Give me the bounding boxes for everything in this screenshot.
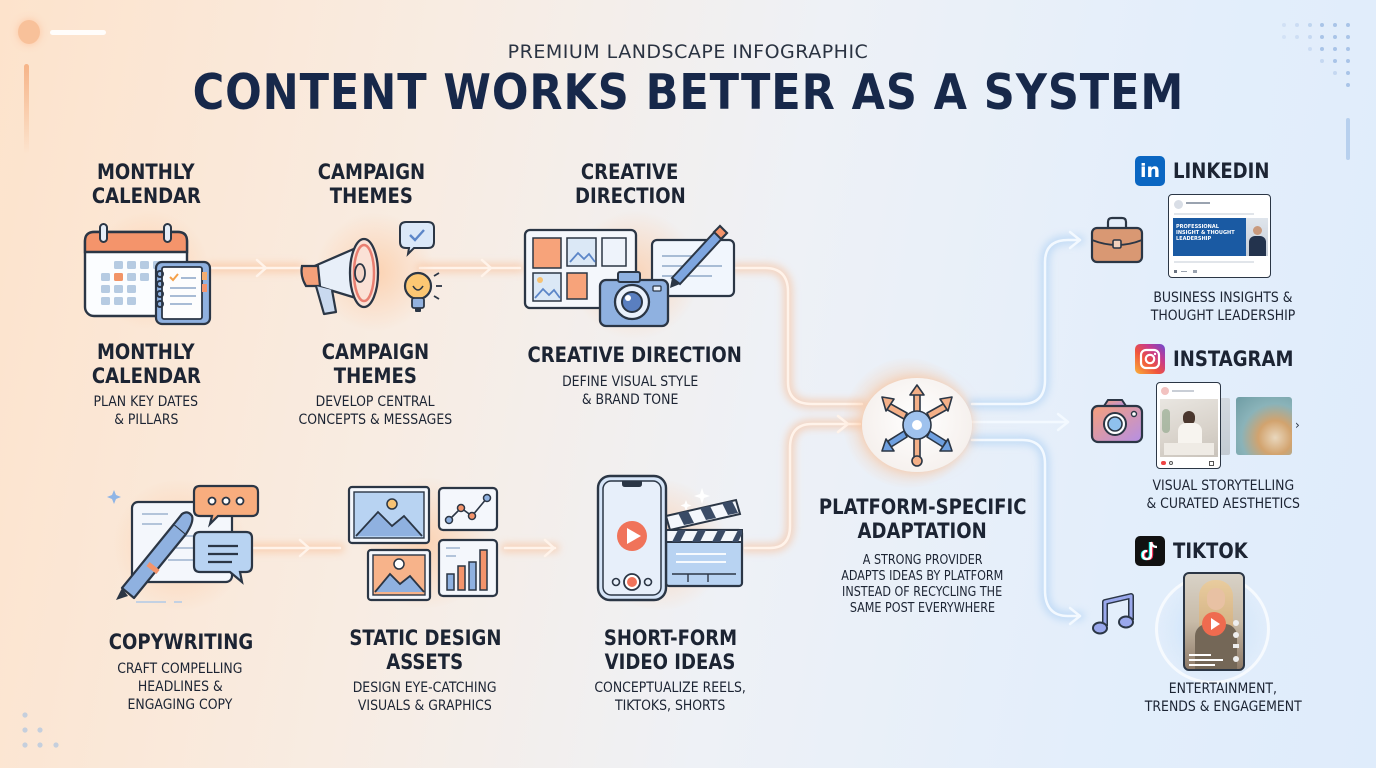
platform-linkedin-desc: BUSINESS INSIGHTS &THOUGHT LEADERSHIP (1150, 290, 1296, 324)
phone-clapper-icon (596, 474, 746, 608)
distribute-arrows-icon (874, 381, 960, 473)
step-monthly-calendar-desc: PLAN KEY DATES& PILLARS (93, 394, 199, 428)
music-note-icon (1092, 592, 1135, 640)
camera-icon (1090, 398, 1144, 448)
decor-bar-right (1346, 118, 1350, 160)
tiktok-video-preview (1183, 572, 1245, 671)
step-creative-direction-desc: DEFINE VISUAL STYLE& BRAND TONE (561, 374, 699, 408)
moodboard-camera-icon (522, 218, 737, 334)
step-copywriting-label: COPYWRITING (108, 630, 254, 654)
tiktok-logo-icon (1135, 536, 1165, 566)
linkedin-post-preview: PROFESSIONAL INSIGHT & THOUGHT LEADERSHI… (1168, 194, 1271, 278)
step-creative-direction-label: CREATIVE DIRECTION (527, 343, 742, 367)
platform-tiktok-desc: ENTERTAINMENT,TRENDS & ENGAGEMENT (1144, 681, 1302, 715)
instagram-post-preview (1156, 382, 1221, 469)
platform-linkedin-header: in LINKEDIN (1135, 156, 1285, 186)
carousel-next-icon[interactable]: › (1295, 418, 1300, 432)
megaphone-icon (298, 218, 448, 332)
platform-instagram-desc: VISUAL STORYTELLING& CURATED AESTHETICS (1146, 478, 1300, 512)
step-short-form-video-desc: CONCEPTUALIZE REELS,TIKTOKS, SHORTS (594, 680, 746, 714)
image-charts-icon (347, 485, 503, 605)
linkedin-logo-icon: in (1135, 156, 1165, 186)
decor-dots-bottom-left (22, 712, 62, 752)
calendar-icon (83, 222, 214, 331)
platform-instagram-header: INSTAGRAM (1135, 344, 1313, 374)
decor-dots-top-right (1282, 22, 1352, 96)
briefcase-icon (1090, 216, 1144, 268)
instagram-logo-icon (1135, 344, 1165, 374)
page-title: CONTENT WORKS BETTER AS A SYSTEM (192, 64, 1184, 121)
play-button[interactable] (1202, 612, 1226, 636)
platform-tiktok-header: TIKTOK (1135, 536, 1260, 566)
instagram-carousel-image-3 (1236, 397, 1292, 455)
linkedin-banner: PROFESSIONAL INSIGHT & THOUGHT LEADERSHI… (1173, 218, 1268, 256)
header-kicker: PREMIUM LANDSCAPE INFOGRAPHIC (507, 41, 869, 63)
pen-chat-icon (107, 480, 260, 604)
decor-top-left (18, 20, 106, 154)
